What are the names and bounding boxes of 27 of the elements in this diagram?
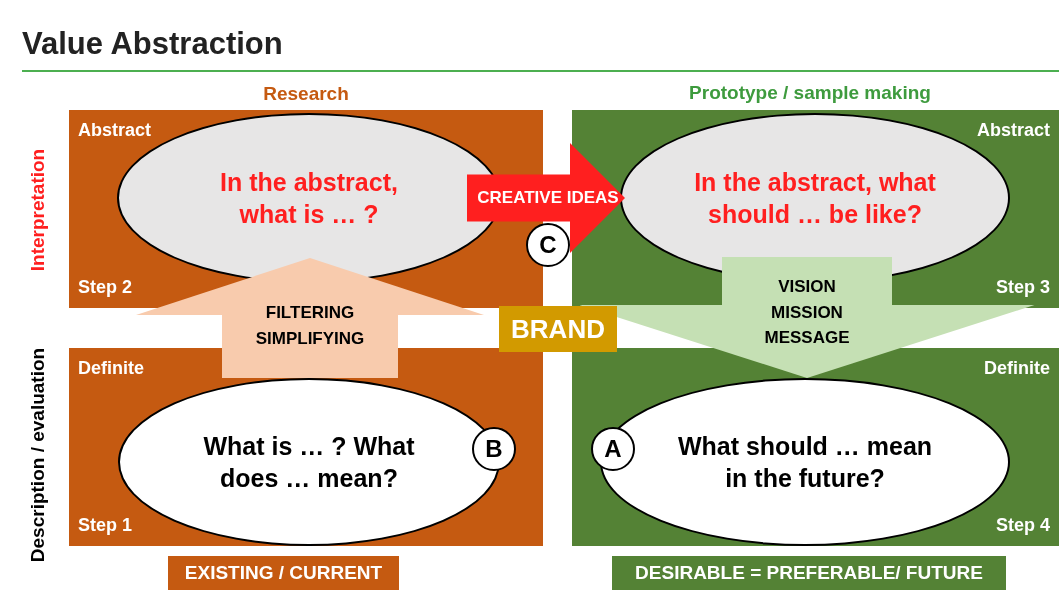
- label-box: BRAND: [499, 306, 617, 352]
- corner-label: Step 3: [995, 277, 1050, 298]
- column-heading: Prototype / sample making: [689, 82, 931, 104]
- block-arrow: [579, 257, 1035, 378]
- axis-label: Interpretation: [27, 148, 49, 272]
- column-heading: Research: [263, 83, 349, 105]
- quadrant-panel: [572, 348, 1059, 546]
- corner-label: Abstract: [78, 120, 152, 141]
- title: Value Abstraction: [22, 26, 283, 62]
- label-box: DESIRABLE = PREFERABLE/ FUTURE: [612, 556, 1006, 590]
- block-arrow: [467, 143, 625, 253]
- label-box: EXISTING / CURRENT: [168, 556, 399, 590]
- edge-label: FILTERING SIMPLIFYING: [254, 301, 366, 349]
- corner-label: Step 2: [78, 277, 133, 298]
- letter-circle: A: [591, 427, 635, 471]
- corner-label: Step 4: [995, 515, 1050, 536]
- letter-circle: B: [472, 427, 516, 471]
- letter-circle: C: [526, 223, 570, 267]
- corner-label: Definite: [984, 358, 1050, 379]
- block-arrow: [136, 258, 484, 378]
- axis-label: Description / evaluation: [27, 347, 49, 563]
- corner-label: Step 1: [78, 515, 133, 536]
- edge-label: VISION MISSION MESSAGE: [763, 275, 851, 349]
- edge-label: CREATIVE IDEAS: [476, 187, 620, 210]
- corner-label: Abstract: [976, 120, 1050, 141]
- quadrant-panel: [69, 348, 543, 546]
- corner-label: Definite: [78, 358, 144, 379]
